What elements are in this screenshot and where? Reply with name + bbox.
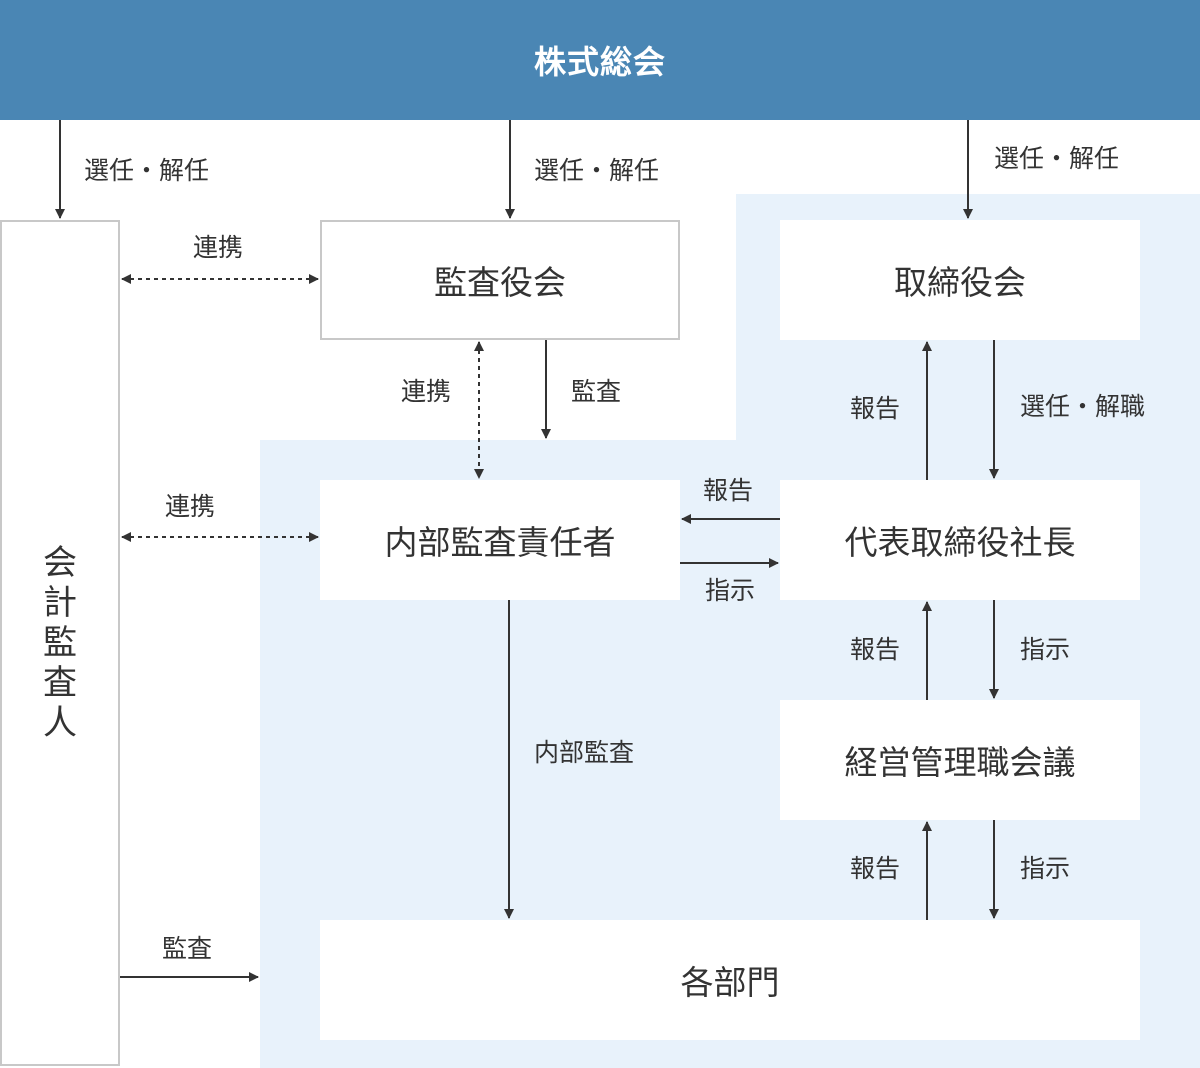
internal-audit-head-label: 内部監査責任者 xyxy=(384,523,616,562)
label-council-report: 報告 xyxy=(850,635,901,664)
label-to-audit-board: 選任・解任 xyxy=(534,156,660,185)
label-auditor-dept-audit: 監査 xyxy=(162,934,213,963)
label-internal-to-president-instruction: 指示 xyxy=(705,576,756,605)
departments-label: 各部門 xyxy=(680,963,780,1002)
label-dept-report: 報告 xyxy=(850,854,901,883)
shareholders-meeting-label: 株式総会 xyxy=(533,43,666,81)
label-to-external-auditor: 選任・解任 xyxy=(84,156,210,185)
shareholders-meeting: 株式総会 xyxy=(0,0,1200,120)
label-internal-audit: 内部監査 xyxy=(534,738,635,767)
label-council-instruction: 指示 xyxy=(1020,854,1071,883)
audit-board-box: 監査役会 xyxy=(320,220,680,340)
external-auditor-label: 会計監査人 xyxy=(43,543,77,743)
label-president-instruction: 指示 xyxy=(1020,635,1071,664)
label-board-report: 報告 xyxy=(850,394,901,423)
external-auditor-char: 監 xyxy=(43,623,77,663)
label-auditor-internal-link: 連携 xyxy=(165,492,216,521)
president-box: 代表取締役社長 xyxy=(780,480,1140,600)
management-council-box: 経営管理職会議 xyxy=(780,700,1140,820)
label-president-to-internal-report: 報告 xyxy=(703,476,754,505)
board-of-directors-label: 取締役会 xyxy=(894,263,1026,302)
audit-board-label: 監査役会 xyxy=(434,263,566,302)
president-label: 代表取締役社長 xyxy=(844,523,1076,562)
external-auditor-char: 計 xyxy=(43,583,77,623)
label-to-board: 選任・解任 xyxy=(994,144,1120,173)
external-auditor-char: 会 xyxy=(43,543,77,583)
board-of-directors-box: 取締役会 xyxy=(780,220,1140,340)
label-auditor-audit-board-link: 連携 xyxy=(193,233,244,262)
external-auditor-char: 査 xyxy=(43,663,77,703)
label-audit-board-audit: 監査 xyxy=(571,377,622,406)
label-audit-board-internal-link: 連携 xyxy=(401,377,452,406)
management-council-label: 経営管理職会議 xyxy=(844,743,1076,782)
departments-box: 各部門 xyxy=(320,920,1140,1040)
external-auditor-char: 人 xyxy=(43,703,77,743)
external-auditor-box: 会計監査人 xyxy=(0,220,120,1066)
internal-audit-head-box: 内部監査責任者 xyxy=(320,480,680,600)
label-board-appoint-dismiss: 選任・解職 xyxy=(1020,392,1146,421)
